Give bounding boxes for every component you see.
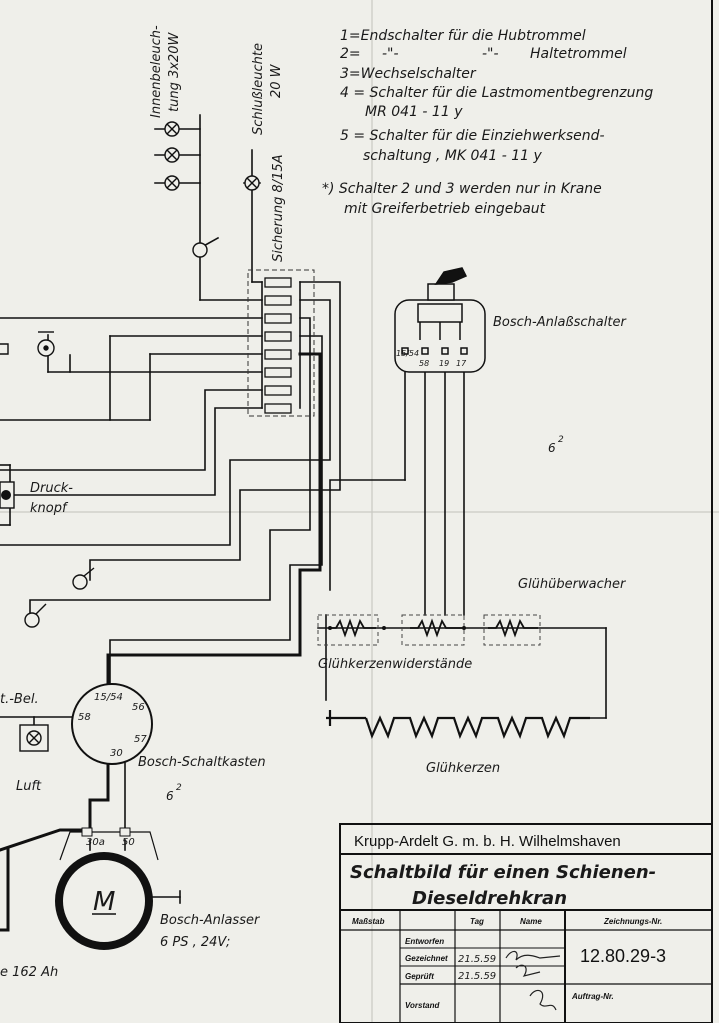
lamp-icon — [164, 147, 180, 163]
motor-terminal: 50 — [122, 837, 135, 848]
legend-line-2-ditto: -"- — [382, 46, 399, 62]
battery-label-partial: e 162 Ah — [0, 965, 58, 980]
row-checked: Geprüft — [405, 972, 434, 981]
cable-size-exponent: 2 — [558, 435, 564, 445]
fuse — [264, 277, 292, 288]
legend-line-5: 5 = Schalter für die Einziehwerksend- — [340, 128, 605, 144]
legend-line-4-type: MR 041 - 11 y — [365, 104, 463, 120]
legend-line-5-type: schaltung , MK 041 - 11 y — [363, 148, 542, 164]
control-box-terminal: 15/54 — [94, 692, 123, 703]
fuse-label: Sicherung 8/15A — [271, 154, 286, 262]
interior-lighting-label: tung 3x20W — [167, 32, 182, 112]
fuse — [264, 367, 292, 378]
starter-motor-label: Bosch-Anlasser — [160, 913, 261, 928]
legend-line-2-number: 2= — [340, 46, 361, 62]
starter-switch-label: Bosch-Anlaßschalter — [493, 315, 627, 330]
control-box-terminal: 56 — [132, 702, 145, 713]
lamp-icon — [164, 175, 180, 191]
starter-motor — [55, 827, 159, 950]
col-scale: Maßstab — [352, 917, 385, 926]
glow-resistors-label: Glühkerzenwiderstände — [318, 657, 472, 672]
switch-icon — [24, 567, 95, 628]
control-box-terminal: 30 — [110, 748, 123, 759]
lamp-icon — [244, 175, 260, 191]
fuse — [264, 403, 292, 414]
row-drawn: Gezeichnet — [405, 954, 448, 963]
signature-icon — [505, 950, 561, 1011]
cable-size-label: 6 — [548, 441, 556, 455]
glow-plug-resistors — [317, 614, 541, 646]
cable-size-label: 6 — [166, 789, 174, 803]
cable-size-exponent: 2 — [176, 783, 182, 793]
starter-motor-spec: 6 PS , 24V; — [160, 935, 230, 950]
terminal-label: 17 — [456, 359, 467, 368]
legend-line-1: 1=Endschalter für die Hubtrommel — [340, 28, 586, 44]
legend: 1=Endschalter für die Hubtrommel 2= -"- … — [322, 28, 653, 217]
terminal-label: 15/54 — [396, 349, 419, 358]
lamp-icon — [164, 121, 180, 137]
legend-note-cont: mit Greiferbetrieb eingebaut — [344, 201, 546, 217]
title-block: Krupp-Ardelt G. m. b. H. Wilhelmshaven S… — [339, 823, 713, 1023]
air-label: Luft — [16, 779, 42, 794]
terminal-label: 19 — [439, 359, 449, 368]
fuse — [264, 331, 292, 342]
legend-line-3: 3=Wechselschalter — [340, 66, 477, 82]
control-box — [71, 683, 153, 765]
control-box-terminal: 57 — [134, 734, 147, 745]
terminal-label: 58 — [419, 359, 429, 368]
interior-lamps — [164, 121, 260, 258]
company-name: Krupp-Ardelt G. m. b. H. Wilhelmshaven — [354, 833, 621, 850]
tail-lamp-label: 20 W — [269, 63, 284, 98]
legend-line-2-text: Haltetrommel — [530, 46, 627, 62]
glow-monitor-label: Glühüberwacher — [518, 577, 627, 592]
col-drawing-no: Zeichnungs-Nr. — [603, 917, 662, 926]
checked-date: 21.5.59 — [458, 971, 496, 982]
fuse — [264, 295, 292, 306]
glow-plugs-label: Glühkerzen — [426, 761, 500, 776]
legend-line-4: 4 = Schalter für die Lastmomentbegrenzun… — [340, 85, 653, 101]
row-board: Vorstand — [405, 1001, 440, 1010]
drawn-date: 21.5.59 — [458, 954, 496, 965]
tail-lamp-label: Schlußleuchte — [251, 43, 266, 135]
control-box-terminal: 58 — [78, 712, 91, 723]
motor-symbol: M — [93, 887, 115, 917]
legend-line-2-ditto: -"- — [482, 46, 499, 62]
col-name: Name — [520, 917, 542, 926]
lamp-switch-icon — [192, 242, 208, 258]
horn-plug — [0, 331, 55, 357]
fuse — [264, 313, 292, 324]
row-designed: Entworfen — [405, 937, 444, 946]
fuse — [264, 385, 292, 396]
control-box-label: Bosch-Schaltkasten — [138, 755, 266, 770]
wiring — [0, 114, 607, 932]
legend-note: *) Schalter 2 und 3 werden nur in Krane — [322, 181, 602, 197]
lighting-label-partial: t.-Bel. — [0, 692, 39, 707]
drawing-title: Schaltbild für einen Schienen- — [350, 862, 656, 883]
drawing-number: 12.80.29-3 — [580, 946, 666, 966]
drawing-title-cont: Dieseldrehkran — [412, 888, 567, 909]
resistor-icon — [410, 618, 462, 638]
push-button-icon — [0, 481, 15, 509]
order-no-label: Auftrag-Nr. — [571, 992, 614, 1001]
resistor-icon — [488, 618, 538, 638]
glow-plugs — [326, 710, 590, 740]
starter-switch — [394, 267, 486, 373]
interior-lighting-label: Innenbeleuch- — [149, 25, 164, 118]
lamp-icon — [19, 724, 49, 752]
motor-terminal: 30a — [86, 837, 105, 848]
push-button-label: knopf — [30, 501, 69, 516]
fuse-box — [247, 269, 315, 417]
push-button-label: Druck- — [30, 481, 73, 496]
col-date: Tag — [470, 917, 484, 926]
fuse — [264, 349, 292, 360]
resistor-icon — [330, 618, 376, 638]
